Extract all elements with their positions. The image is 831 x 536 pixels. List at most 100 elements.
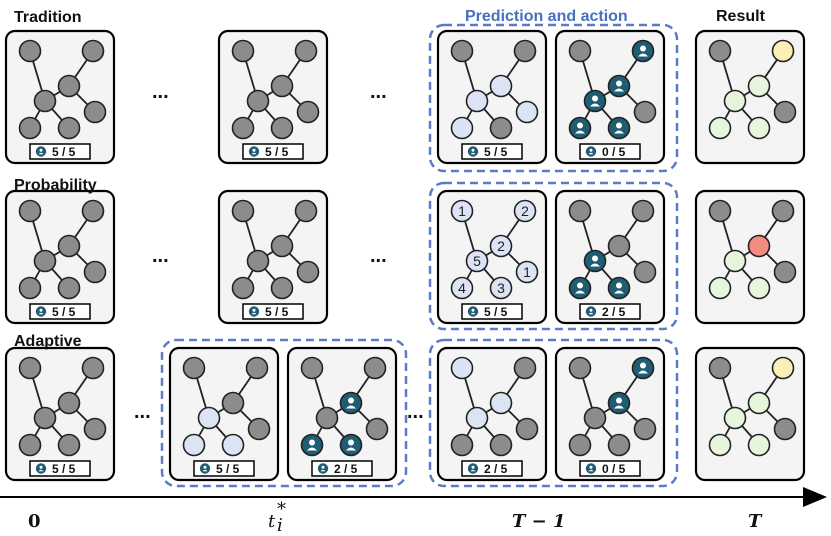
agent-counter: 5 / 5 — [52, 145, 76, 159]
panel-tradition-ti: 5 / 5 — [217, 29, 329, 165]
panel-tradition-action: 0 / 5 — [554, 29, 666, 165]
graph-node — [246, 89, 270, 113]
graph-node — [515, 417, 539, 441]
graph-node — [296, 100, 320, 124]
graph-node — [450, 199, 474, 223]
row-label-adaptive: Adaptive — [14, 333, 82, 350]
ellipsis-r3-a: ... — [134, 401, 151, 423]
ellipsis-r2-a: ... — [152, 245, 169, 267]
agent-icon — [38, 148, 44, 155]
node-number: 2 — [497, 238, 505, 254]
agent-icon — [202, 465, 208, 472]
graph-node — [723, 406, 747, 430]
graph-node — [771, 39, 795, 63]
agent-icon — [614, 282, 624, 294]
graph-node — [33, 89, 57, 113]
dashed-group-prediction-r3 — [428, 338, 679, 488]
graph-node — [489, 276, 513, 300]
graph-node — [315, 406, 339, 430]
agent-icon — [614, 80, 624, 92]
graph-node — [723, 249, 747, 273]
agent-icon — [38, 308, 44, 315]
agent-icon — [307, 439, 317, 451]
graph-node — [771, 199, 795, 223]
graph-node — [568, 39, 592, 63]
agent-counter: 0 / 5 — [602, 462, 626, 476]
panel-adaptive-ti-prediction: 5 / 5 — [168, 346, 280, 482]
dashed-group-ti-r3 — [160, 338, 408, 488]
dashed-group-prediction-r2 — [428, 181, 679, 331]
svg-text:t: t — [268, 511, 276, 532]
axis-label-0: 0 — [28, 511, 41, 532]
graph-node — [450, 356, 474, 380]
graph-node — [57, 234, 81, 258]
graph-node — [515, 260, 539, 284]
graph-node — [294, 199, 318, 223]
panel-probability-action: 2 / 5 — [554, 189, 666, 325]
agent-icon — [470, 148, 476, 155]
agent-icon — [470, 465, 476, 472]
graph-node — [18, 116, 42, 140]
graph-node — [81, 199, 105, 223]
graph-node — [33, 249, 57, 273]
graph-node — [33, 406, 57, 430]
graph-node — [57, 276, 81, 300]
graph-node — [270, 116, 294, 140]
agent-icon — [251, 148, 257, 155]
graph-node — [182, 433, 206, 457]
graph-node — [747, 74, 771, 98]
axis-label-t-minus-1: T − 1 — [512, 511, 566, 532]
graph-node — [231, 199, 255, 223]
node-number: 1 — [458, 203, 466, 219]
graph-node — [633, 260, 657, 284]
graph-node — [489, 74, 513, 98]
graph-node — [57, 433, 81, 457]
graph-node — [270, 234, 294, 258]
graph-node — [771, 356, 795, 380]
agent-icon — [590, 255, 600, 267]
counter-box — [193, 460, 255, 477]
graph-node — [182, 356, 206, 380]
agent-counter: 0 / 5 — [602, 145, 626, 159]
panel-adaptive-t0: 5 / 5 — [4, 346, 116, 482]
graph-node — [83, 417, 107, 441]
counter-box — [242, 303, 304, 320]
graph-node — [83, 260, 107, 284]
counter-box — [29, 460, 91, 477]
counter-box — [461, 303, 523, 320]
agent-counter: 5 / 5 — [484, 145, 508, 159]
graph-node — [568, 356, 592, 380]
agent-counter: 5 / 5 — [216, 462, 240, 476]
agent-counter: 2 / 5 — [334, 462, 358, 476]
node-number: 5 — [473, 253, 481, 269]
agent-icon — [590, 95, 600, 107]
graph-node — [489, 433, 513, 457]
graph-node — [18, 356, 42, 380]
graph-node — [773, 417, 797, 441]
graph-node — [708, 199, 732, 223]
panel-tradition-prediction: 5 / 5 — [436, 29, 548, 165]
graph-node — [221, 391, 245, 415]
agent-icon — [346, 397, 356, 409]
graph-node — [747, 276, 771, 300]
graph-node — [708, 356, 732, 380]
graph-node — [583, 406, 607, 430]
agent-icon — [575, 282, 585, 294]
graph-node — [633, 417, 657, 441]
graph-node — [568, 433, 592, 457]
graph-node — [221, 433, 245, 457]
panel-adaptive-result — [694, 346, 806, 482]
graph-node — [57, 74, 81, 98]
graph-node — [465, 406, 489, 430]
graph-node — [708, 116, 732, 140]
graph-node — [568, 199, 592, 223]
graph-node — [489, 391, 513, 415]
graph-node — [83, 100, 107, 124]
node-number: 1 — [523, 264, 531, 280]
graph-node — [231, 39, 255, 63]
prediction-action-header: Prediction and action — [465, 8, 628, 25]
graph-node — [747, 116, 771, 140]
counter-box — [311, 460, 373, 477]
graph-node — [747, 234, 771, 258]
